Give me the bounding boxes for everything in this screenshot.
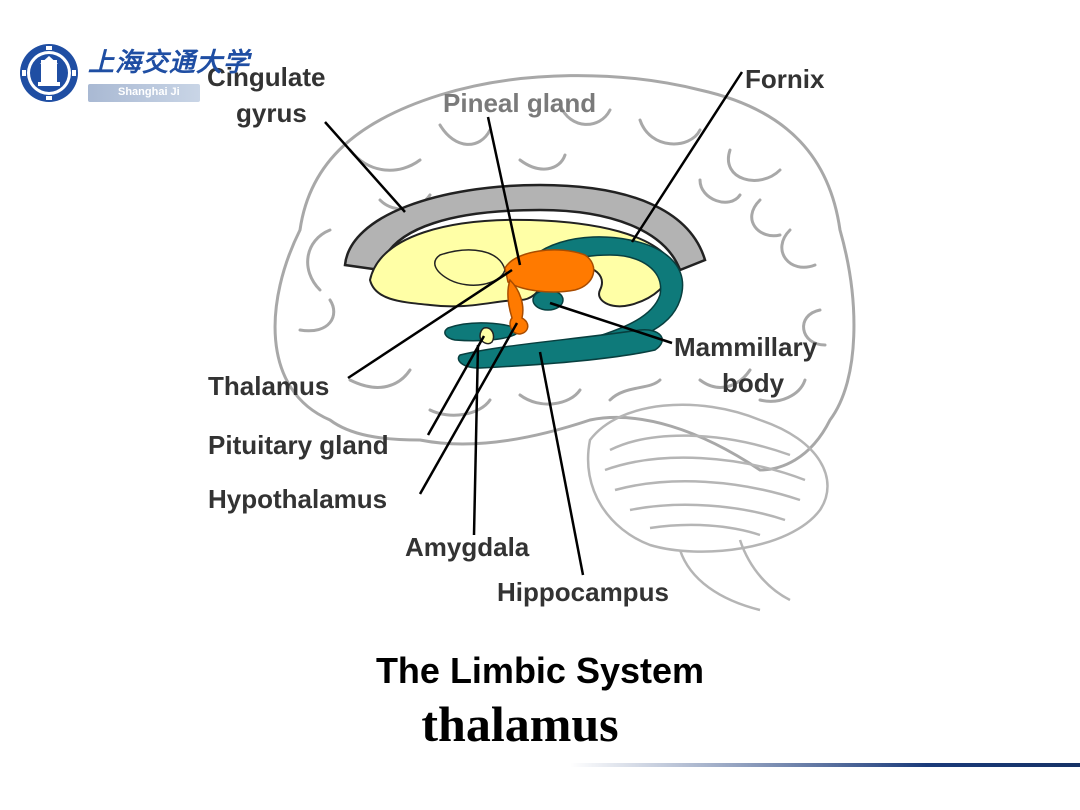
- university-english-name: Shanghai Ji: [118, 86, 180, 98]
- label-amygdala: Amygdala: [405, 532, 530, 562]
- footer-rule: [570, 763, 1080, 767]
- cerebellum: [586, 403, 829, 553]
- university-name-bar: [88, 84, 200, 102]
- label-cingulate-gyrus-line1: Cingulate: [207, 62, 325, 92]
- university-chinese-name: 上海交通大学: [88, 48, 251, 78]
- yellow-inner-lobe: [434, 249, 506, 286]
- label-pineal-gland: Pineal gland: [443, 88, 596, 118]
- label-pituitary-gland: Pituitary gland: [208, 430, 389, 460]
- label-cingulate-gyrus-line2: gyrus: [236, 98, 307, 128]
- label-fornix: Fornix: [745, 64, 825, 94]
- cingulate-gyrus-shape: [343, 183, 707, 272]
- pituitary-gland-shape: [479, 327, 495, 345]
- slide-subtitle: thalamus: [421, 696, 619, 752]
- brainstem: [678, 539, 791, 612]
- label-hippocampus: Hippocampus: [497, 577, 669, 607]
- label-hypothalamus: Hypothalamus: [208, 484, 387, 514]
- leader-lines: [324, 71, 744, 576]
- diagram-caption: The Limbic System: [375, 650, 705, 691]
- label-mammillary-line2: body: [722, 368, 785, 398]
- thalamus-shape: [504, 249, 595, 293]
- hypothalamus-shape: [507, 278, 529, 335]
- label-mammillary-line1: Mammillary: [674, 332, 818, 362]
- university-logo: [16, 40, 216, 110]
- university-seal-icon: [20, 44, 78, 102]
- label-thalamus: Thalamus: [208, 371, 329, 401]
